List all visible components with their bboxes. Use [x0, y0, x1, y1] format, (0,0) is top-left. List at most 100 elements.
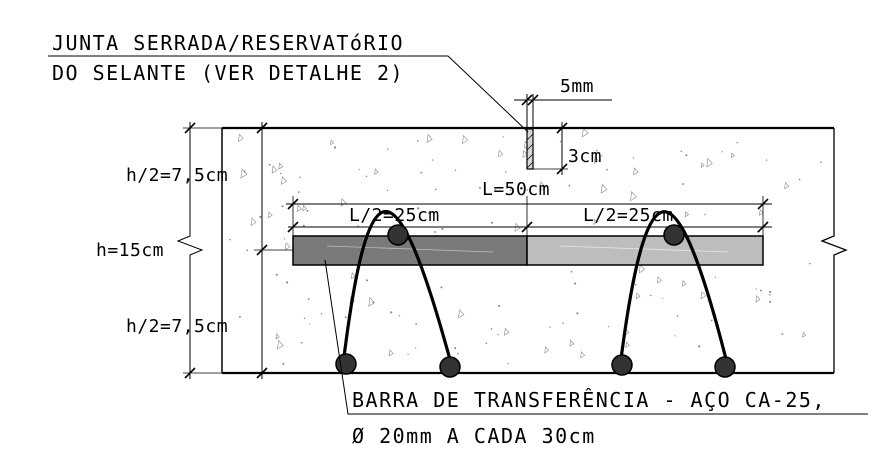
right-support-chair	[618, 210, 730, 368]
bar-length-label: L=50cm	[482, 179, 550, 200]
aggregate-dot	[606, 168, 608, 171]
aggregate-dot	[306, 209, 309, 212]
aggregate-dot	[570, 270, 573, 273]
aggregate-triangle	[802, 331, 807, 338]
aggregate-dot	[415, 323, 418, 325]
aggregate-dot	[649, 294, 652, 297]
aggregate-dot	[490, 328, 493, 330]
aggregate-dot	[676, 315, 679, 317]
aggregate-dot	[549, 326, 551, 328]
rebar-bottom-3	[611, 354, 633, 376]
concrete-texture	[229, 127, 822, 366]
aggregate-dot	[246, 249, 249, 252]
aggregate-triangle	[278, 162, 284, 170]
aggregate-dot	[769, 290, 772, 294]
aggregate-dot	[698, 345, 701, 348]
aggregate-triangle	[700, 290, 707, 300]
aggregate-triangle	[240, 168, 248, 179]
aggregate-dot	[281, 205, 284, 208]
aggregate-triangle	[755, 295, 761, 303]
aggregate-dot	[417, 207, 420, 210]
aggregate-triangle	[730, 152, 735, 159]
aggregate-dot	[431, 159, 434, 161]
aggregate-dot	[283, 238, 286, 240]
aggregate-triangle	[277, 339, 284, 350]
aggregate-dot	[434, 188, 437, 191]
upper-half-thickness-label: h/2=7,5cm	[126, 165, 228, 186]
aggregate-triangle	[581, 127, 589, 138]
sealant-note-line1: JUNTA SERRADA/RESERVATóRIO	[52, 31, 404, 55]
aggregate-dot	[674, 335, 676, 337]
aggregate-triangle	[368, 296, 375, 307]
rebar-bottom-4	[714, 356, 736, 378]
joint-depth-label: 3cm	[568, 146, 602, 167]
dowel-note-line1: BARRA DE TRANSFERÊNCIA - AÇO CA-25,	[352, 388, 826, 412]
aggregate-dot	[736, 141, 738, 144]
aggregate-dot	[819, 161, 822, 164]
aggregate-dot	[769, 294, 771, 296]
aggregate-triangle	[638, 264, 646, 274]
aggregate-dot	[759, 289, 762, 292]
aggregate-triangle	[296, 204, 302, 213]
aggregate-triangle	[275, 333, 280, 340]
rebar-bottom-2	[439, 356, 461, 378]
aggregate-dot	[490, 221, 494, 224]
aggregate-dot	[302, 224, 305, 227]
aggregate-dot	[372, 301, 374, 303]
aggregate-dot	[568, 184, 571, 187]
aggregate-triangle	[271, 165, 278, 174]
sealant-leader-line	[48, 55, 529, 133]
aggregate-dot	[721, 151, 723, 153]
thickness-dimensions	[176, 122, 293, 379]
left-half-label: L/2=25cm	[349, 205, 440, 226]
aggregate-triangle	[784, 181, 790, 190]
aggregate-dot	[607, 326, 610, 328]
rebar-top-left	[387, 224, 409, 246]
aggregate-dot	[505, 171, 507, 173]
aggregate-dot	[387, 148, 389, 151]
aggregate-triangle	[625, 341, 630, 348]
aggregate-triangle	[267, 211, 273, 219]
aggregate-triangle	[498, 149, 504, 158]
aggregate-dot	[562, 322, 564, 325]
aggregate-triangle	[569, 339, 575, 347]
dowel-right-highlight	[559, 245, 729, 253]
dowel-leader-line	[324, 259, 868, 415]
aggregate-triangle	[351, 272, 356, 280]
aggregate-dot	[765, 159, 768, 161]
aggregate-dot	[755, 288, 757, 290]
aggregate-dot	[333, 146, 337, 149]
aggregate-triangle	[600, 183, 608, 194]
sealant-note-line2: DO SELANTE (VER DETALHE 2)	[52, 61, 404, 85]
aggregate-dot	[769, 300, 772, 303]
dowel-note-line2: Ø 20mm A CADA 30cm	[352, 424, 596, 448]
aggregate-dot	[440, 286, 443, 289]
aggregate-dot	[509, 189, 512, 192]
aggregate-dot	[601, 155, 603, 157]
aggregate-dot	[507, 363, 509, 365]
aggregate-triangle	[580, 351, 586, 359]
aggregate-triangle	[340, 198, 347, 207]
aggregate-dot	[434, 231, 437, 233]
aggregate-triangle	[539, 181, 547, 192]
aggregate-dot	[229, 238, 231, 241]
aggregate-dot	[704, 213, 706, 216]
aggregate-dot	[497, 304, 501, 308]
sawn-joint	[526, 128, 534, 170]
right-break-line	[820, 128, 848, 373]
aggregate-dot	[420, 171, 423, 174]
aggregate-dot	[635, 284, 637, 286]
aggregate-triangle	[593, 156, 600, 164]
aggregate-dot	[320, 312, 323, 315]
aggregate-triangle	[280, 175, 287, 185]
aggregate-triangle	[250, 217, 257, 227]
aggregate-dot	[781, 332, 784, 335]
aggregate-dot	[416, 140, 419, 142]
right-half-label: L/2=25cm	[583, 205, 674, 226]
aggregate-triangle	[681, 279, 687, 287]
aggregate-triangle	[302, 204, 307, 212]
aggregate-dot	[479, 186, 481, 189]
aggregate-dot	[415, 347, 417, 349]
aggregate-triangle	[759, 208, 764, 216]
aggregate-dot	[682, 183, 685, 185]
